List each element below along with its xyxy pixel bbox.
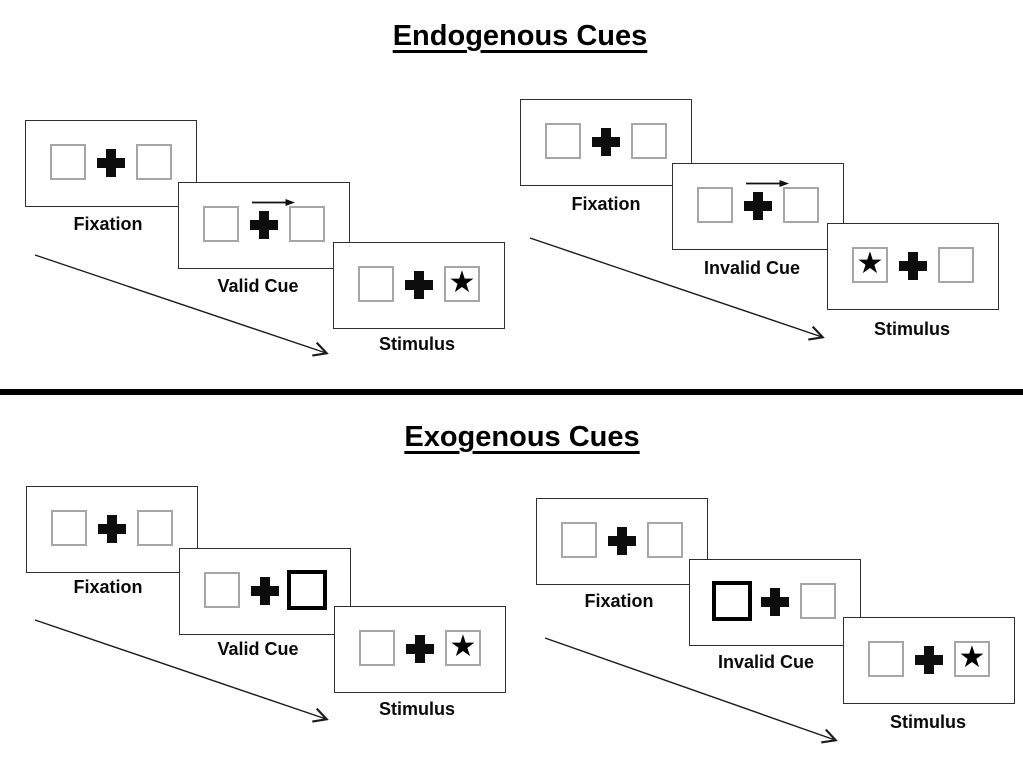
fixation-cross-icon bbox=[97, 149, 125, 177]
cue-screen bbox=[672, 163, 844, 250]
section-title-exogenous: Exogenous Cues bbox=[404, 421, 640, 453]
left-box bbox=[358, 266, 394, 302]
step-label: Valid Cue bbox=[217, 639, 299, 659]
right-box bbox=[289, 206, 325, 242]
fixation-screen bbox=[25, 120, 197, 207]
right-box: ★ bbox=[445, 630, 481, 666]
right-box bbox=[631, 123, 667, 159]
fixation-cross-icon bbox=[98, 515, 126, 543]
fixation-cross-icon bbox=[592, 128, 620, 156]
star-icon: ★ bbox=[449, 629, 477, 664]
stimulus-screen: ★ bbox=[827, 223, 999, 310]
step-label: Stimulus bbox=[378, 334, 456, 354]
section-divider bbox=[0, 389, 1023, 395]
right-arrow-cue-icon bbox=[746, 180, 789, 187]
step-label: Stimulus bbox=[873, 319, 951, 339]
left-box bbox=[204, 572, 240, 608]
fixation-cross-icon bbox=[915, 646, 943, 674]
left-box bbox=[545, 123, 581, 159]
left-box bbox=[868, 641, 904, 677]
step-label: Fixation bbox=[73, 214, 143, 234]
step-label: Invalid Cue bbox=[703, 258, 801, 278]
fixation-cross-icon bbox=[251, 577, 279, 605]
cue-screen bbox=[178, 182, 350, 269]
step-label: Fixation bbox=[584, 591, 654, 611]
fixation-cross-icon bbox=[406, 635, 434, 663]
fixation-cross-icon bbox=[608, 527, 636, 555]
stimulus-screen: ★ bbox=[334, 606, 506, 693]
time-arrow-endogenous-valid bbox=[34, 254, 329, 357]
right-box bbox=[136, 144, 172, 180]
right-box bbox=[783, 187, 819, 223]
left-box bbox=[359, 630, 395, 666]
star-icon: ★ bbox=[958, 640, 986, 675]
fixation-cross-icon bbox=[405, 271, 433, 299]
fixation-cross-icon bbox=[250, 211, 278, 239]
time-arrow-exogenous-valid bbox=[34, 619, 329, 723]
fixation-cross-icon bbox=[761, 588, 789, 616]
left-box bbox=[203, 206, 239, 242]
star-icon: ★ bbox=[856, 246, 884, 281]
section-title-endogenous: Endogenous Cues bbox=[392, 20, 648, 52]
left-box: ★ bbox=[852, 247, 888, 283]
left-box bbox=[697, 187, 733, 223]
fixation-screen bbox=[26, 486, 198, 573]
time-arrow-endogenous-invalid bbox=[529, 237, 825, 341]
time-arrow-exogenous-invalid bbox=[544, 637, 838, 744]
step-label: Invalid Cue bbox=[717, 652, 815, 672]
left-box bbox=[51, 510, 87, 546]
right-box bbox=[938, 247, 974, 283]
fixation-screen bbox=[520, 99, 692, 186]
highlighted-box-cue bbox=[712, 581, 752, 621]
left-box bbox=[561, 522, 597, 558]
step-label: Stimulus bbox=[889, 712, 967, 732]
fixation-cross-icon bbox=[899, 252, 927, 280]
right-box bbox=[137, 510, 173, 546]
step-label: Fixation bbox=[571, 194, 641, 214]
fixation-screen bbox=[536, 498, 708, 585]
stimulus-screen: ★ bbox=[843, 617, 1015, 704]
stimulus-screen: ★ bbox=[333, 242, 505, 329]
left-box bbox=[50, 144, 86, 180]
right-box: ★ bbox=[954, 641, 990, 677]
highlighted-box-cue bbox=[287, 570, 327, 610]
step-label: Fixation bbox=[73, 577, 143, 597]
fixation-cross-icon bbox=[744, 192, 772, 220]
star-icon: ★ bbox=[448, 265, 476, 300]
step-label: Valid Cue bbox=[217, 276, 299, 296]
cue-screen bbox=[179, 548, 351, 635]
right-box bbox=[647, 522, 683, 558]
right-box bbox=[800, 583, 836, 619]
right-box: ★ bbox=[444, 266, 480, 302]
right-arrow-cue-icon bbox=[252, 199, 295, 206]
step-label: Stimulus bbox=[378, 699, 456, 719]
cue-screen bbox=[689, 559, 861, 646]
